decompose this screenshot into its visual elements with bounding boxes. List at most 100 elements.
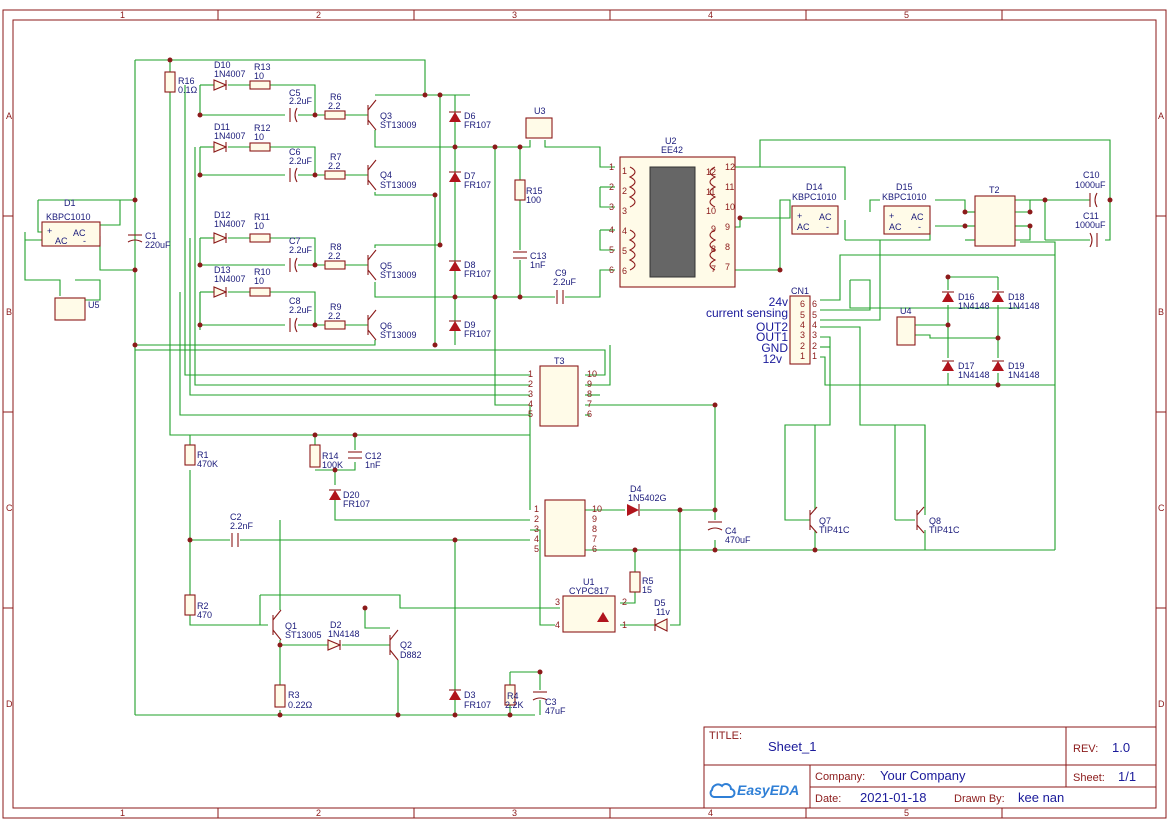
capacitor-c12: C12 1nF — [348, 451, 382, 470]
fuse-u5: U5 — [54, 297, 100, 321]
svg-text:2.2: 2.2 — [328, 161, 341, 171]
company-label: Company: — [815, 771, 865, 783]
svg-text:R4: R4 — [507, 691, 519, 701]
svg-text:2.2K: 2.2K — [505, 700, 524, 710]
cn1-label-current-sensing: current sensing — [706, 306, 788, 320]
svg-text:9: 9 — [711, 224, 716, 234]
svg-text:TIP41C: TIP41C — [819, 525, 850, 535]
svg-text:C4: C4 — [725, 526, 737, 536]
drawn-by-value: kee nan — [1018, 790, 1064, 805]
svg-text:100K: 100K — [322, 460, 343, 470]
resistor-r5: R5 15 — [629, 571, 654, 595]
col-label-3-bottom: 3 — [512, 808, 517, 818]
svg-text:R2: R2 — [197, 601, 209, 611]
svg-text:10: 10 — [254, 71, 264, 81]
svg-text:2.2uF: 2.2uF — [289, 96, 313, 106]
svg-text:6: 6 — [622, 266, 627, 276]
row-label-b: B — [6, 307, 12, 317]
driver-row-4: D13 1N4007 R10 10 C8 2.2uF R9 2.2 — [213, 265, 346, 333]
transistor-q5: Q5 ST13009 — [367, 249, 417, 281]
diode-d8: D8 FR107 — [449, 260, 491, 279]
svg-text:D10: D10 — [214, 60, 231, 70]
svg-text:1N4148: 1N4148 — [1008, 301, 1040, 311]
svg-text:3: 3 — [622, 206, 627, 216]
svg-text:1nF: 1nF — [365, 460, 381, 470]
svg-text:R7: R7 — [330, 152, 342, 162]
svg-text:1N4148: 1N4148 — [328, 629, 360, 639]
svg-text:FR107: FR107 — [464, 120, 491, 130]
svg-text:9: 9 — [587, 379, 592, 389]
svg-text:47uF: 47uF — [545, 706, 566, 716]
svg-text:2.2uF: 2.2uF — [289, 156, 313, 166]
svg-text:R1: R1 — [197, 450, 209, 460]
svg-text:2.2uF: 2.2uF — [289, 305, 313, 315]
svg-text:FR107: FR107 — [464, 180, 491, 190]
junctions — [132, 57, 1113, 718]
diode-d19: D19 1N4148 — [992, 360, 1040, 380]
capacitor-c11: C11 1000uF — [1075, 211, 1106, 248]
capacitor-c10: C10 1000uF — [1075, 170, 1106, 208]
svg-text:C6: C6 — [289, 147, 301, 157]
svg-text:11: 11 — [725, 182, 734, 192]
svg-text:2: 2 — [812, 341, 817, 351]
svg-text:Q8: Q8 — [929, 516, 941, 526]
diode-d7: D7 FR107 — [449, 171, 491, 190]
svg-text:7: 7 — [592, 534, 597, 544]
svg-text:R9: R9 — [330, 302, 342, 312]
col-label-2-bottom: 2 — [316, 808, 321, 818]
svg-text:D14: D14 — [806, 182, 823, 192]
svg-text:FR107: FR107 — [343, 499, 370, 509]
svg-text:U1: U1 — [583, 577, 595, 587]
diode-d4: D4 1N5402G — [627, 484, 667, 516]
svg-text:+: + — [889, 211, 894, 221]
svg-text:2.2: 2.2 — [328, 101, 341, 111]
svg-text:R14: R14 — [322, 451, 339, 461]
driver-row-2: D11 1N4007 R12 10 C6 2.2uF R7 2.2 — [213, 122, 346, 183]
svg-text:KBPC1010: KBPC1010 — [792, 192, 837, 202]
svg-text:FR107: FR107 — [464, 329, 491, 339]
svg-text:6: 6 — [800, 299, 805, 309]
svg-text:Q4: Q4 — [380, 170, 392, 180]
svg-text:1: 1 — [622, 620, 627, 630]
svg-text:2.2uF: 2.2uF — [289, 245, 313, 255]
svg-text:6: 6 — [592, 544, 597, 554]
svg-text:D8: D8 — [464, 260, 476, 270]
svg-text:5: 5 — [528, 409, 533, 419]
svg-text:D20: D20 — [343, 490, 360, 500]
company-value: Your Company — [880, 768, 966, 783]
resistor-r4: R4 2.2K — [504, 684, 524, 710]
svg-text:4: 4 — [800, 320, 805, 330]
easyeda-logo-text: EasyEDA — [737, 782, 799, 798]
svg-text:1N4007: 1N4007 — [214, 219, 246, 229]
svg-text:1N4148: 1N4148 — [958, 370, 990, 380]
cn1-label-out2: OUT2 — [756, 320, 788, 334]
svg-text:8: 8 — [587, 389, 592, 399]
svg-text:1000uF: 1000uF — [1075, 220, 1106, 230]
svg-text:470: 470 — [197, 610, 212, 620]
svg-text:8: 8 — [711, 244, 716, 254]
row-label-c: C — [6, 503, 13, 513]
svg-text:0.1Ω: 0.1Ω — [178, 85, 198, 95]
svg-text:D15: D15 — [896, 182, 913, 192]
connector-cn1: CN1 65 43 21 65 43 21 24v current sensin… — [706, 286, 817, 366]
col-label-2: 2 — [316, 10, 321, 20]
diode-d16: D16 1N4148 — [942, 291, 990, 311]
svg-text:FR107: FR107 — [464, 269, 491, 279]
svg-text:C13: C13 — [530, 251, 547, 261]
resistor-r3: R3 0.22Ω — [274, 684, 313, 710]
svg-text:AC: AC — [73, 228, 86, 238]
svg-text:2: 2 — [800, 341, 805, 351]
rev-value: 1.0 — [1112, 740, 1130, 755]
rev-label: REV: — [1073, 743, 1098, 755]
col-label-4: 4 — [708, 10, 713, 20]
svg-text:1N4007: 1N4007 — [214, 274, 246, 284]
svg-text:D7: D7 — [464, 171, 476, 181]
svg-text:10: 10 — [706, 206, 716, 216]
svg-text:1: 1 — [812, 351, 817, 361]
svg-text:12: 12 — [706, 167, 716, 177]
svg-text:C3: C3 — [545, 697, 557, 707]
svg-text:1N4148: 1N4148 — [1008, 370, 1040, 380]
svg-text:D2: D2 — [330, 620, 342, 630]
svg-text:3: 3 — [555, 597, 560, 607]
